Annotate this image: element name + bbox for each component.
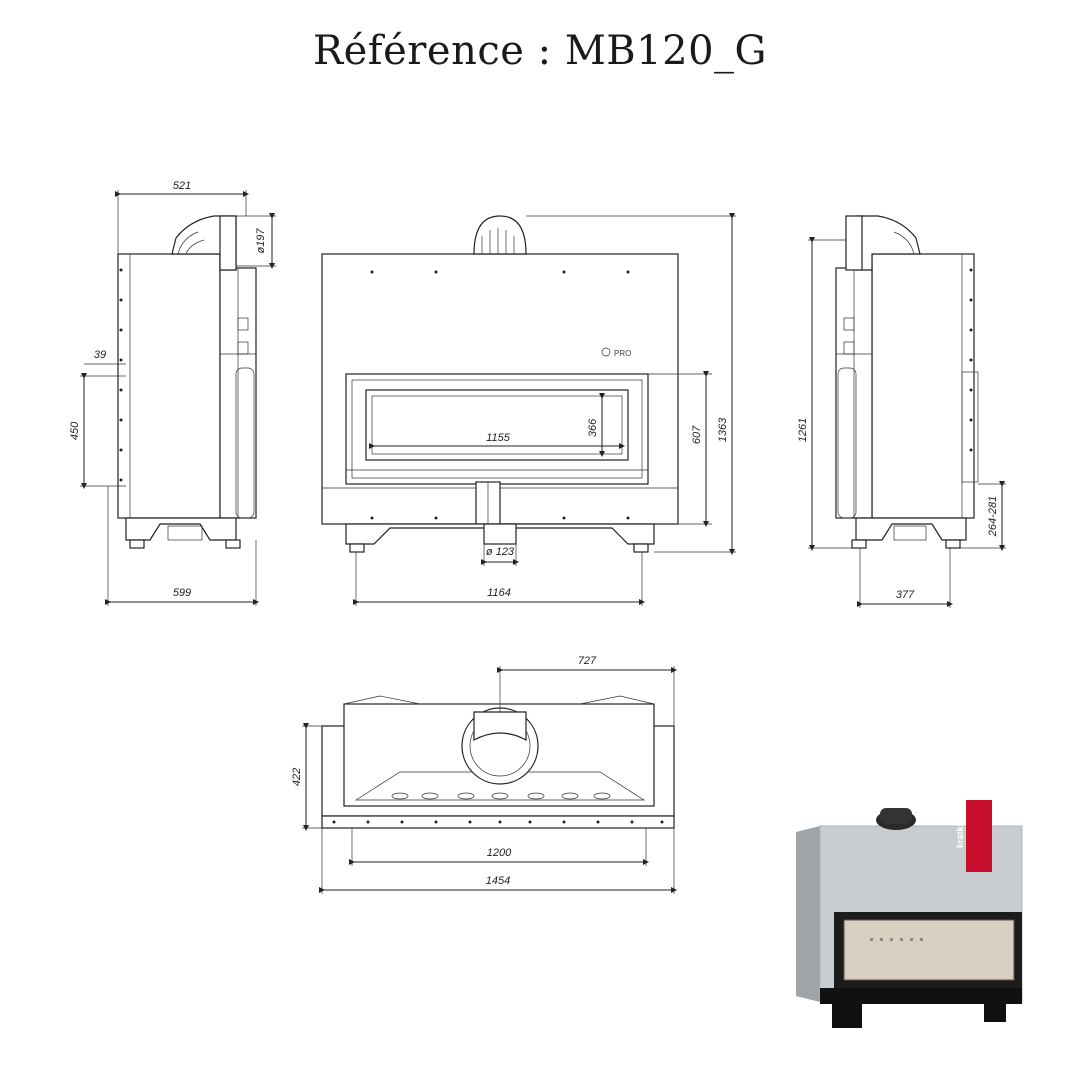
top-view: 727 422 1200 1454 <box>291 655 677 894</box>
dim-450: 450 <box>69 421 81 440</box>
dim-422: 422 <box>291 768 303 786</box>
side-bolts-right <box>969 268 973 452</box>
dim-521: 521 <box>173 180 191 192</box>
dim-264-281: 264-281 <box>987 496 999 537</box>
dim-39: 39 <box>94 349 106 361</box>
top-bolts <box>332 820 664 824</box>
dim-599: 599 <box>173 587 191 599</box>
dim-pipe-123: ø 123 <box>486 546 515 558</box>
dim-366: 366 <box>587 418 599 437</box>
dim-1363: 1363 <box>717 417 729 442</box>
side-bolts-left <box>119 268 123 482</box>
front-view: PRO 1155 366 607 1363 ø 123 <box>321 213 736 606</box>
product-image: kratki <box>796 800 1023 1028</box>
dim-727: 727 <box>578 655 597 667</box>
dim-flue-197: ø197 <box>255 228 267 254</box>
kratki-logo-text: kratki <box>955 824 965 848</box>
dim-1164: 1164 <box>487 587 511 599</box>
front-bolts <box>370 270 630 520</box>
dim-1155: 1155 <box>486 432 511 444</box>
dim-1200: 1200 <box>487 847 512 859</box>
dim-607: 607 <box>691 425 703 444</box>
kratki-logo <box>966 800 992 872</box>
page-title: Référence : MB120_G <box>313 28 767 74</box>
front-brand-plate: PRO <box>614 349 631 358</box>
dim-1454: 1454 <box>486 875 510 887</box>
left-side-view: 521 ø197 39 450 599 <box>69 180 276 606</box>
dim-1261: 1261 <box>797 418 809 442</box>
right-side-view: 1261 264-281 377 <box>797 215 1006 608</box>
dim-377: 377 <box>896 589 915 601</box>
